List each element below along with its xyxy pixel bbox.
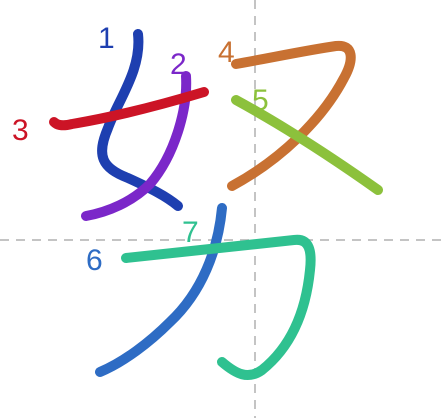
stroke-number-3: 3	[12, 114, 29, 147]
stroke-number-5: 5	[252, 84, 269, 117]
stroke-3	[49, 87, 209, 131]
stroke-number-4: 4	[218, 36, 235, 69]
stroke-number-2: 2	[170, 48, 187, 81]
stroke-number-6: 6	[86, 244, 103, 277]
stroke-4	[227, 40, 356, 191]
stroke-1	[97, 29, 183, 211]
stroke-7	[121, 234, 316, 381]
stroke-6	[95, 203, 227, 377]
stroke-2	[81, 71, 192, 221]
stroke-5	[231, 95, 383, 195]
stroke-number-7: 7	[182, 216, 199, 249]
stroke-number-1: 1	[98, 22, 115, 55]
